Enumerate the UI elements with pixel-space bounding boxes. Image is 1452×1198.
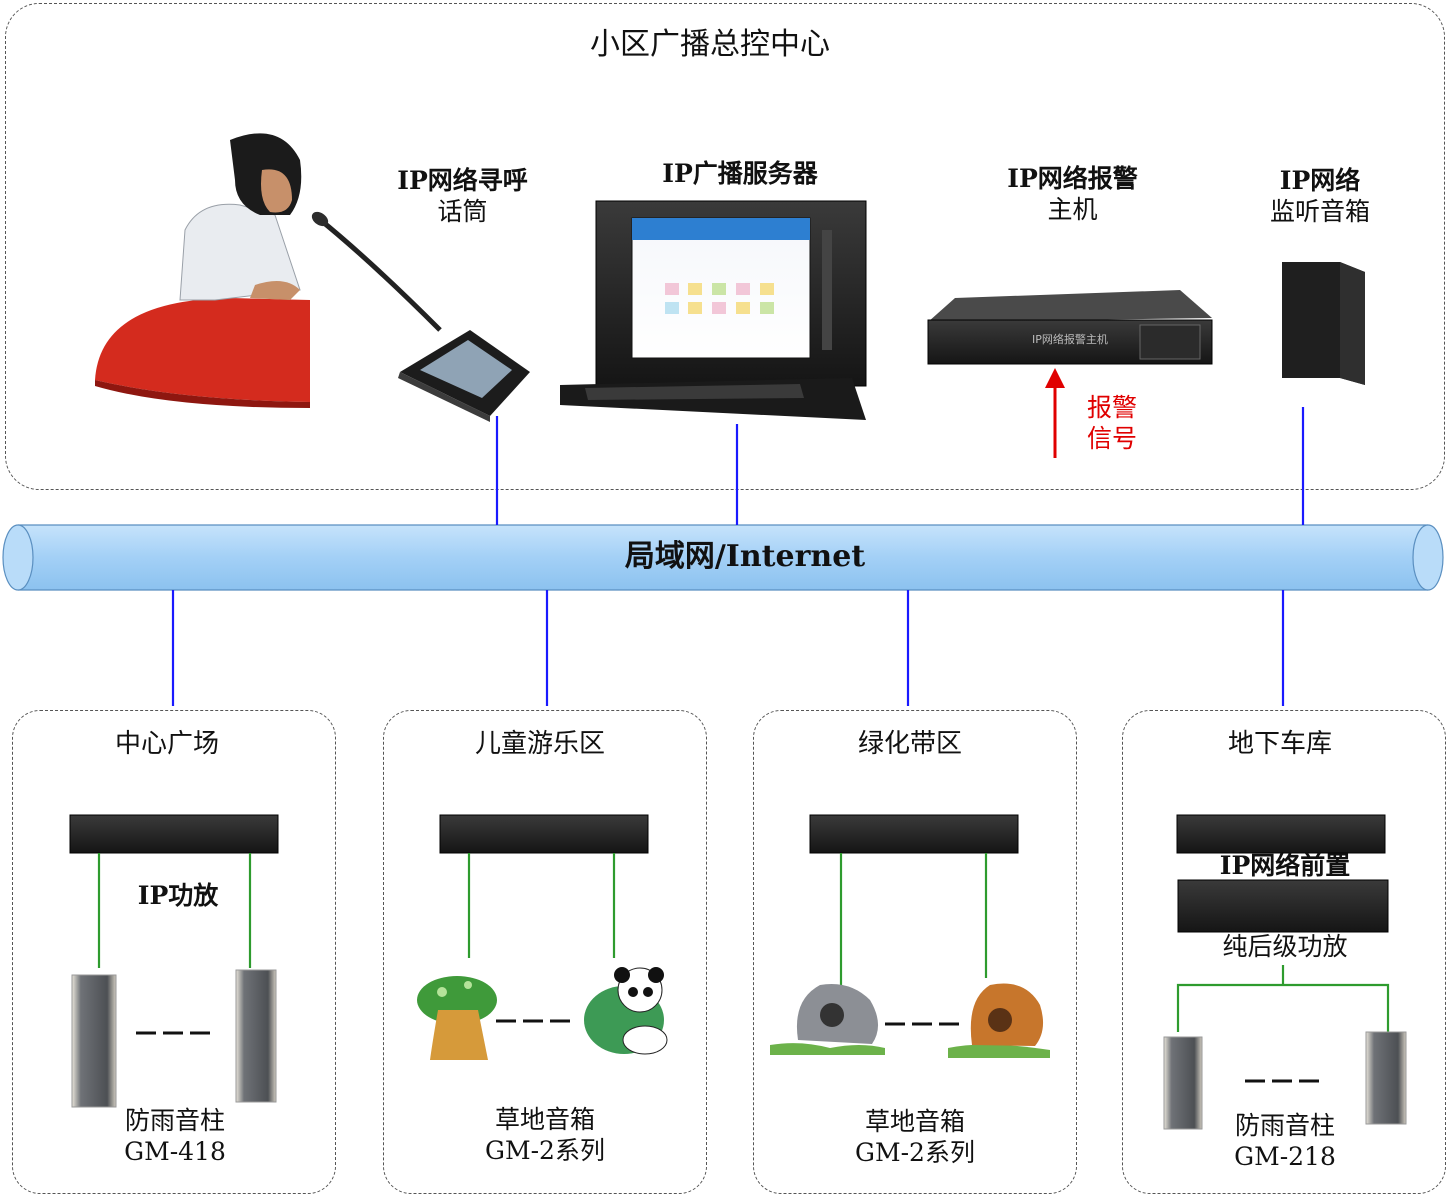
zone1-speaker-name: 防雨音柱 (124, 1106, 225, 1135)
server-label: IP广播服务器 (662, 159, 818, 188)
post-amp-label: 纯后级功放 (1222, 932, 1348, 961)
alarm-host-device (927, 290, 1213, 365)
zone3-speaker-name: 草地音箱 (864, 1107, 965, 1136)
alarm-device-text: IP网络报警主机 (1032, 333, 1108, 346)
alarm-arrow (1045, 368, 1065, 458)
alarm-signal-line1: 报警 (1086, 393, 1137, 422)
monitor-speaker-label: IP网络 监听音箱 (1250, 165, 1390, 228)
paging-microphone (311, 211, 530, 422)
monitor-speaker-label-line2: 监听音箱 (1269, 197, 1370, 227)
paging-mic-label: IP网络寻呼 话筒 (380, 165, 545, 228)
broadcast-server (560, 200, 867, 420)
zone4-speaker-caption: 防雨音柱 GM-218 (1200, 1110, 1370, 1173)
zone4-speaker-model: GM-218 (1234, 1142, 1336, 1172)
zone1-speaker-caption: 防雨音柱 GM-418 (95, 1105, 255, 1168)
zone2-speaker-model: GM-2系列 (485, 1136, 605, 1166)
zone-box-greenbelt (753, 710, 1077, 1194)
zone-amplifiers (69, 814, 1389, 933)
lawn-speakers-playground (417, 967, 668, 1060)
zone3-speaker-model: GM-2系列 (855, 1138, 975, 1168)
zone-box-garage (1122, 710, 1446, 1194)
ip-preamp-label: IP网络前置 (1219, 851, 1351, 880)
zone4-speaker-name: 防雨音柱 (1234, 1111, 1335, 1140)
zone-title-garage: 地下车库 (1227, 729, 1332, 759)
zone-title-playground: 儿童游乐区 (474, 729, 605, 759)
zone-box-center-square (12, 710, 336, 1194)
zone2-speaker-caption: 草地音箱 GM-2系列 (460, 1104, 630, 1167)
network-links (171, 407, 1305, 706)
speaker-dashes (136, 1019, 1319, 1083)
zone-title-center-square: 中心广场 (114, 729, 219, 759)
zone-title-greenbelt: 绿化带区 (857, 729, 962, 759)
paging-mic-label-line1: IP网络寻呼 (397, 166, 528, 195)
operator-illustration (95, 133, 310, 408)
monitor-speaker-device (1282, 262, 1365, 385)
lawn-speakers-greenbelt (770, 983, 1050, 1058)
control-center-title: 小区广播总控中心 (590, 27, 830, 62)
alarm-signal-line2: 信号 (1086, 424, 1137, 454)
zone3-speaker-caption: 草地音箱 GM-2系列 (830, 1106, 1000, 1169)
speaker-links (97, 853, 1390, 1032)
network-label: 局域网/Internet (624, 539, 866, 574)
alarm-signal-label: 报警 信号 (1072, 392, 1152, 455)
alarm-host-label-line2: 主机 (1047, 195, 1098, 225)
column-speakers (71, 969, 1407, 1130)
alarm-host-label: IP网络报警 主机 (990, 163, 1155, 226)
zone-box-playground (383, 710, 707, 1194)
zone2-speaker-name: 草地音箱 (494, 1105, 595, 1134)
ip-amp-label: IP功放 (137, 881, 219, 910)
zone1-speaker-model: GM-418 (124, 1137, 226, 1167)
network-pipe (2, 524, 1444, 591)
alarm-host-label-line1: IP网络报警 (1007, 164, 1138, 193)
paging-mic-label-line2: 话筒 (437, 197, 488, 227)
monitor-speaker-label-line1: IP网络 (1279, 166, 1361, 195)
control-center-box (5, 3, 1445, 490)
